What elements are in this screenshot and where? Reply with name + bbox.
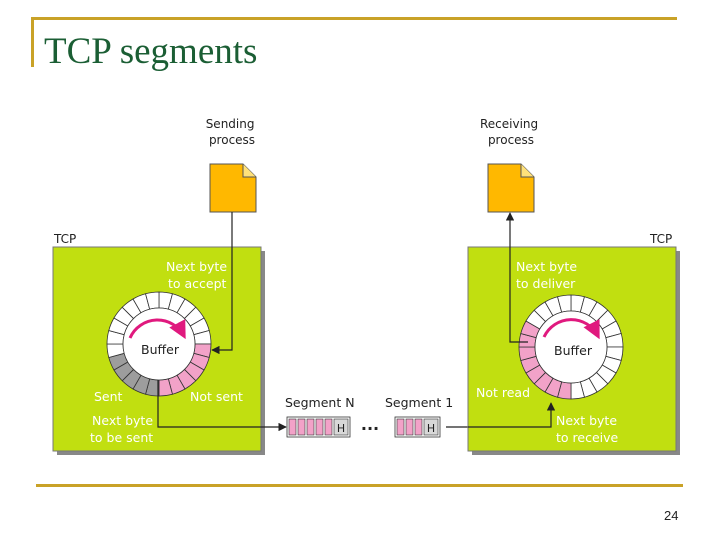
segment-data-byte — [315, 418, 324, 436]
segment-header — [423, 418, 439, 436]
sending-process-label: Sending process — [206, 117, 259, 147]
segment-header — [333, 418, 349, 436]
receiver-buffer-label: Buffer — [554, 343, 593, 358]
segments-in-transit: Segment N Segment 1 H H ... — [285, 395, 468, 438]
segment-data-byte — [396, 418, 405, 436]
next-byte-to-deliver-label: Next byte to deliver — [516, 259, 581, 291]
deliver-arrow — [505, 212, 528, 343]
title-rule-horizontal — [31, 17, 677, 20]
segment-n-packet: H — [286, 416, 351, 438]
sent-label: Sent — [94, 389, 123, 404]
sender-tcp: TCP Sending process Next byte to accept … — [52, 117, 287, 455]
segment-data-byte — [405, 418, 414, 436]
segment-data-byte — [324, 418, 333, 436]
page-number: 24 — [664, 508, 679, 523]
segment-1-label: Segment 1 — [385, 395, 453, 410]
title-rule-vertical — [31, 17, 34, 67]
segment-n-label: Segment N — [285, 395, 355, 410]
receiver-buffer-rotation-arrow-icon — [542, 318, 600, 340]
receiver-buffer-ring — [518, 294, 624, 400]
receive-arrow — [468, 402, 556, 428]
segment-data-byte — [288, 418, 297, 436]
segment-header-label: H — [337, 422, 345, 435]
receiving-process-label: Receiving process — [480, 117, 542, 147]
sending-process-document-icon — [209, 163, 257, 213]
segment-1-packet: H — [394, 416, 441, 438]
next-byte-to-receive-label: Next byte to receive — [556, 413, 621, 445]
sender-buffer-label: Buffer — [141, 342, 180, 357]
receiving-process-document-icon — [487, 163, 535, 213]
send-arrow — [157, 380, 287, 432]
not-sent-label: Not sent — [190, 389, 243, 404]
sender-buffer-rotation-arrow-icon — [128, 318, 186, 340]
segment-header-label: H — [427, 422, 435, 435]
segment-data-byte — [414, 418, 423, 436]
footer-rule — [36, 484, 683, 487]
segments-ellipsis: ... — [361, 415, 379, 434]
next-byte-to-accept-label: Next byte to accept — [166, 259, 231, 291]
slide-title: TCP segments — [44, 31, 258, 72]
accept-arrow — [211, 212, 233, 355]
sender-tcp-label: TCP — [53, 232, 76, 246]
receiver-tcp: TCP Receiving process Next byte to deliv… — [467, 117, 680, 455]
not-read-label: Not read — [476, 385, 530, 400]
segment-data-byte — [306, 418, 315, 436]
receiver-tcp-label: TCP — [649, 232, 672, 246]
segment-data-byte — [297, 418, 306, 436]
next-byte-to-be-sent-label: Next byte to be sent — [90, 413, 157, 445]
